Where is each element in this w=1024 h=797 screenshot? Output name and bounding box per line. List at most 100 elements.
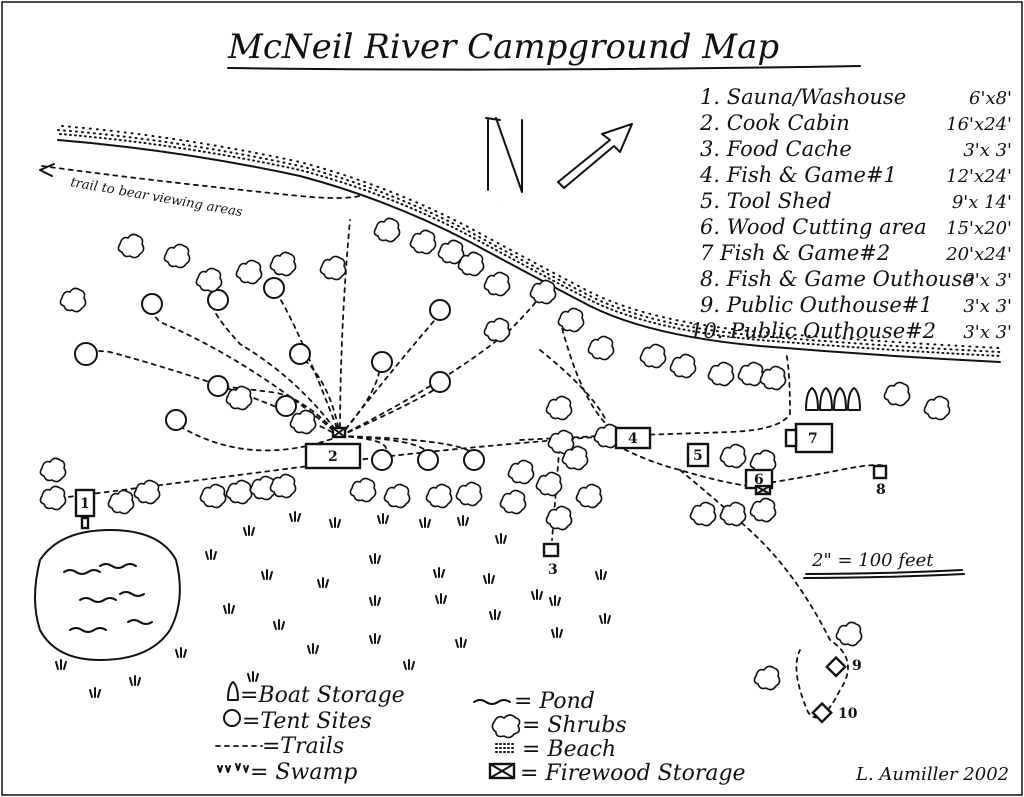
trail-to-bear-viewing (41, 165, 361, 199)
shrub (923, 395, 951, 421)
tent-site (417, 449, 439, 471)
swamp-tuft (129, 675, 141, 686)
shrub (483, 271, 511, 297)
swamp-tuft (483, 573, 495, 584)
key-item-label: 5. Tool Shed (700, 189, 832, 213)
north-arrow: N (485, 117, 633, 206)
swamp-tuft (369, 595, 381, 606)
legend-firewood-icon (488, 762, 516, 780)
swamp-tuft (369, 633, 381, 644)
shrub (195, 267, 223, 293)
key-item-label: 2. Cook Cabin (699, 111, 850, 135)
swamp-tuft (549, 595, 561, 606)
swamp-tuft (329, 517, 341, 528)
legend-shrub-icon (491, 714, 521, 739)
swamp-tuft (403, 659, 415, 670)
tent-site (275, 395, 297, 417)
svg-text:7: 7 (808, 431, 818, 447)
building-3-food-cache: 3 (542, 542, 560, 578)
tent-site (429, 371, 451, 393)
shrub (199, 483, 227, 509)
shrub (535, 471, 563, 497)
shrub (39, 485, 67, 511)
legend-beach-label: = Beach (522, 737, 616, 762)
swamp-tuft (495, 533, 507, 544)
buildings: 1 2 3 4 5 6 7 (74, 387, 888, 724)
swamp-tuft (489, 609, 501, 620)
shrub (507, 459, 535, 485)
shrub (289, 409, 317, 435)
svg-text:3: 3 (548, 562, 558, 578)
swamp-tuft (369, 553, 381, 564)
building-1-sauna: 1 (74, 488, 96, 530)
shrub (545, 395, 573, 421)
shrub (883, 381, 911, 407)
swamp-tuft (273, 619, 285, 630)
scale-bar: 2" = 100 feet (803, 550, 965, 579)
key-item-label: 3. Food Cache (700, 137, 852, 161)
title-underline (227, 65, 861, 71)
swamp-tuft (419, 517, 431, 528)
key-item-size: 9'x 14' (952, 192, 1012, 213)
legend-tent-label: =Tent Sites (242, 709, 372, 734)
shrub (59, 287, 87, 313)
building-6-wood-cutting: 6 (744, 468, 774, 496)
svg-text:1: 1 (80, 496, 90, 512)
shrub (269, 251, 297, 277)
shrub (349, 477, 377, 503)
swamp-tuft (435, 593, 447, 604)
building-9-public-outhouse-1: 9 (825, 655, 862, 678)
shrub (117, 233, 145, 259)
building-8-outhouse: 8 (872, 464, 888, 498)
trail-note: trail to bear viewing areas (69, 175, 244, 220)
building-7-fish-game-2: 7 (784, 422, 834, 454)
svg-text:6: 6 (754, 472, 764, 488)
tent-sites (74, 277, 485, 471)
svg-text:5: 5 (693, 448, 703, 464)
map-title: McNeil River Campground Map (227, 27, 779, 67)
legend-beach-icon (495, 743, 517, 753)
tent-site (263, 277, 285, 299)
key-item-label: 1. Sauna/Washouse (700, 85, 906, 109)
building-2-cook-cabin: 2 (304, 426, 362, 470)
shrub (269, 473, 297, 499)
shrub (639, 343, 667, 369)
key-item-label: 8. Fish & Game Outhouse (700, 267, 975, 291)
legend-swamp-label: = Swamp (250, 760, 357, 785)
tent-site (165, 409, 187, 431)
pond (34, 529, 181, 661)
shrub (547, 429, 575, 455)
key-item-size: 3'x 3' (963, 270, 1012, 291)
key-item-label: 4. Fish & Game#1 (699, 163, 897, 187)
shrub (719, 443, 747, 469)
shrub (409, 229, 437, 255)
swamp-tuft (307, 643, 319, 654)
key-item-size: 3'x 3' (963, 140, 1012, 161)
swamp-tuft (205, 549, 217, 560)
shrub (499, 489, 527, 515)
tent-site (371, 449, 393, 471)
swamp-tuft (457, 515, 469, 526)
legend-firewood-label: = Firewood Storage (520, 761, 746, 786)
swamp-tuft (531, 589, 543, 600)
legend-swamp-icon (217, 763, 249, 773)
tent-site (74, 342, 98, 366)
shrub (425, 483, 453, 509)
map-legend: =Boat Storage =Tent Sites =Trails = Swam… (215, 681, 746, 786)
trail-arrow (39, 163, 55, 177)
legend-pond-icon (473, 699, 511, 705)
shrub (749, 497, 777, 523)
shrub (107, 489, 135, 515)
swamp-tuft (223, 603, 235, 614)
shrub (561, 445, 589, 471)
shrub (719, 501, 747, 527)
key-item-label: 7 Fish & Game#2 (700, 241, 890, 265)
shrub (133, 479, 161, 505)
shrub (529, 279, 557, 305)
key-item-label: 9. Public Outhouse#1 (700, 293, 933, 317)
key-item-size: 6'x8' (969, 88, 1012, 109)
swamp-tuft (599, 613, 611, 624)
shrub (689, 501, 717, 527)
tent-site (141, 293, 163, 315)
